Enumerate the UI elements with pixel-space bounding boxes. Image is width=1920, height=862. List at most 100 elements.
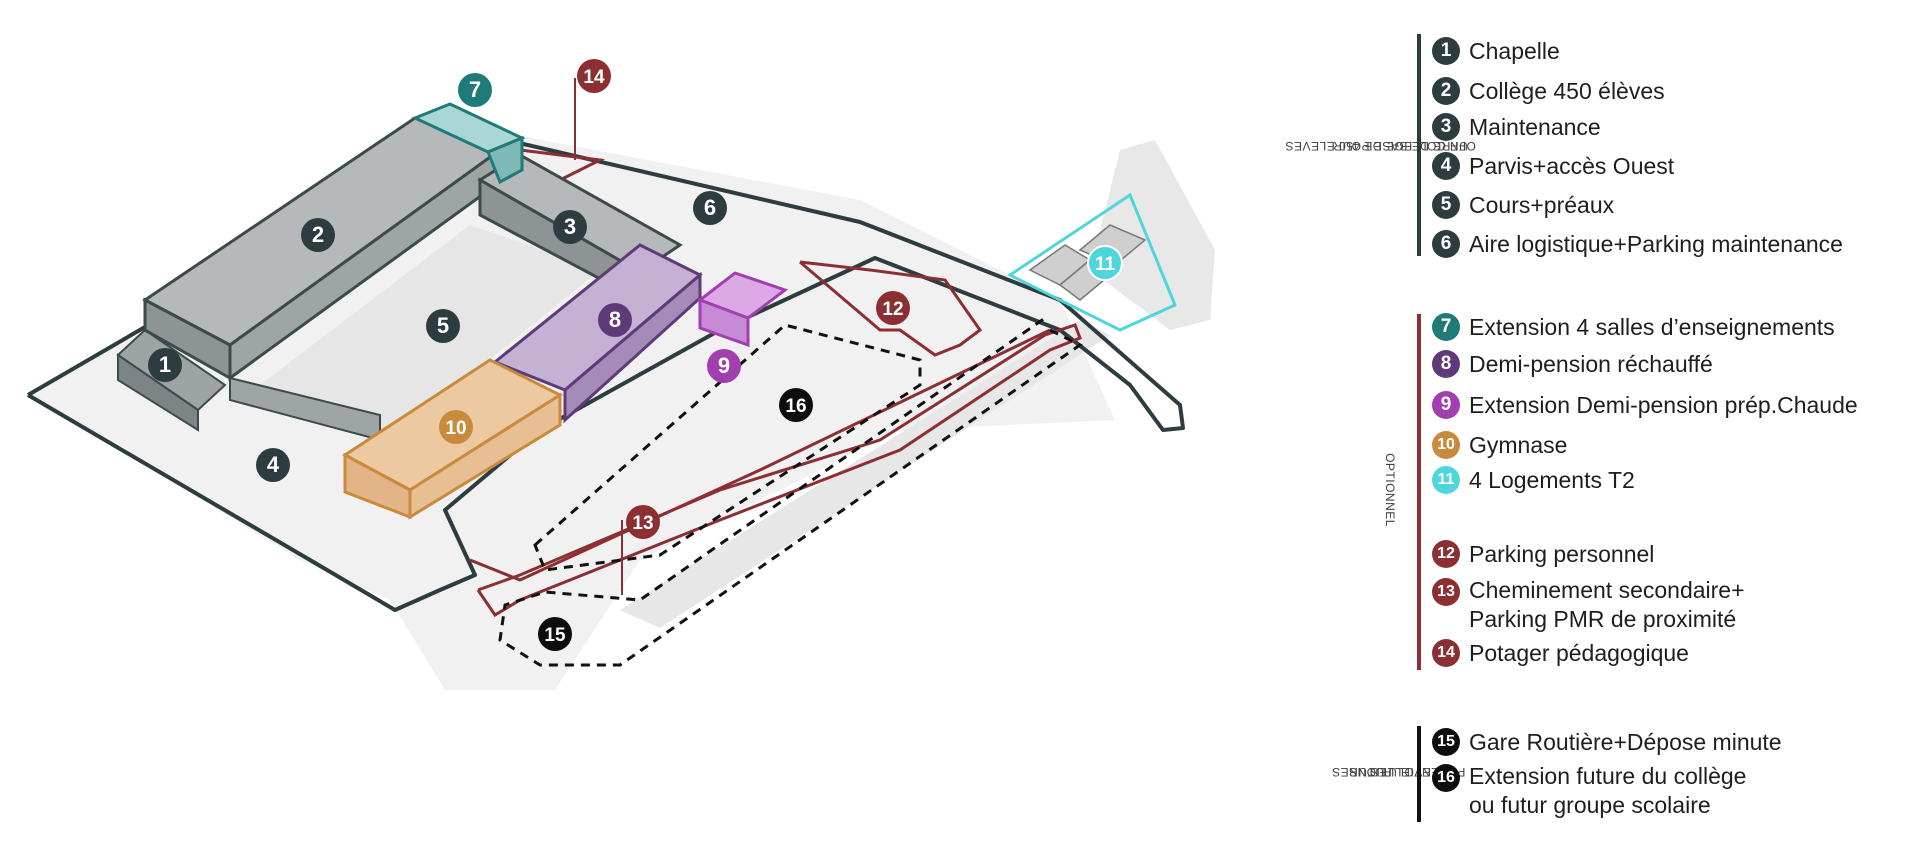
badge-6: 6 [1432, 230, 1460, 258]
map-marker-6: 6 [693, 191, 727, 225]
legend-item-8: 8 Demi-pension réchauffé [1432, 350, 1713, 379]
map-marker-14: 14 [577, 59, 611, 93]
map-marker-1: 1 [148, 348, 182, 382]
legend-label: Maintenance [1469, 114, 1601, 140]
legend-group-optional: OPTIONNEL 7 Extension 4 salles d’enseigne… [1370, 310, 1920, 670]
map-marker-11: 11 [1087, 245, 1123, 281]
legend-item-3: 3 Maintenance [1432, 113, 1601, 142]
badge-16: 16 [1432, 764, 1460, 792]
map-marker-number: 8 [609, 307, 621, 332]
map-marker-number: 13 [632, 513, 653, 534]
legend-group-optional-title: OPTIONNEL [1370, 310, 1410, 670]
map-marker-number: 6 [704, 195, 716, 220]
map-marker-number: 11 [1095, 254, 1116, 275]
badge-4: 4 [1432, 152, 1460, 180]
legend-item-5: 5 Cours+préaux [1432, 191, 1614, 220]
building-extension-7 [411, 102, 526, 185]
housing-boundary [1007, 192, 1177, 332]
map-marker-circle [148, 348, 182, 382]
map-marker-circle [538, 617, 572, 651]
legend-item-12: 12 Parking personnel [1432, 540, 1654, 569]
legend-label-line2: ou futur groupe scolaire [1469, 792, 1711, 818]
map-marker-12: 12 [876, 291, 910, 325]
map-marker-number: 7 [469, 77, 481, 102]
map-marker-number: 9 [718, 353, 730, 378]
legend-item-14: 14 Potager pédagogique [1432, 639, 1689, 668]
map-marker-9: 9 [707, 349, 741, 383]
building-extension-9 [696, 271, 789, 348]
legend-item-1: 1 Chapelle [1432, 37, 1560, 66]
legend-label: 4 Logements T2 [1469, 467, 1635, 493]
legend-label: Potager pédagogique [1469, 640, 1689, 666]
map-marker-number: 15 [544, 625, 566, 646]
legend-group-base-bar [1417, 34, 1421, 256]
badge-3: 3 [1432, 113, 1460, 141]
map-marker-circle [256, 448, 290, 482]
building-demi-pension [492, 243, 703, 424]
badge-8: 8 [1432, 350, 1460, 378]
legend-label: Demi-pension réchauffé [1469, 351, 1713, 377]
badge-9: 9 [1432, 391, 1460, 419]
legend-label: Parvis+accès Ouest [1469, 153, 1675, 179]
map-marker-circle [553, 210, 587, 244]
legend-label: Parking personnel [1469, 541, 1655, 567]
legend-item-7: 7 Extension 4 salles d’enseignements [1432, 313, 1835, 342]
legend-label: Extension 4 salles d’enseignements [1469, 314, 1835, 340]
legend-group-future-bar [1417, 726, 1421, 822]
badge-12: 12 [1432, 540, 1460, 568]
legend-group-optional-bar [1417, 314, 1421, 670]
legend-label: Chapelle [1469, 38, 1560, 64]
badge-2: 2 [1432, 77, 1460, 105]
map-marker-5: 5 [426, 309, 460, 343]
legend-item-4: 4 Parvis+accès Ouest [1432, 152, 1674, 181]
map-marker-number: 2 [312, 222, 324, 247]
badge-5: 5 [1432, 191, 1460, 219]
map-marker-number: 5 [437, 313, 449, 338]
map-marker-4: 4 [256, 448, 290, 482]
parking-staff-outline [799, 260, 983, 357]
map-marker-circle [458, 73, 492, 107]
legend-label: Gare Routière+Dépose minute [1469, 729, 1782, 755]
legend-group-future-title: POTENTIELLESEVOLUTIONSFUTURES [1332, 722, 1466, 822]
badge-11: 11 [1432, 466, 1460, 494]
map-marker-number: 4 [267, 452, 280, 477]
map-marker-circle [577, 59, 611, 93]
legend-label-line1: Extension future du collège [1469, 763, 1747, 789]
badge-1: 1 [1432, 37, 1460, 65]
legend-label: Gymnase [1469, 432, 1568, 458]
legend-label-line2: Parking PMR de proximité [1469, 606, 1737, 632]
map-marker-number: 14 [583, 67, 605, 88]
badge-7: 7 [1432, 313, 1460, 341]
map-marker-number: 12 [882, 299, 903, 320]
map-marker-number: 10 [445, 418, 466, 439]
map-marker-circle [626, 505, 660, 539]
legend-item-11: 11 4 Logements T2 [1432, 466, 1635, 495]
legend-item-16: 16 Extension future du collège ou futur gr… [1432, 762, 1746, 820]
map-marker-number: 16 [785, 396, 806, 417]
map-marker-15: 15 [538, 617, 572, 651]
badge-14: 14 [1432, 639, 1460, 667]
group-title-line: FUTURES [1331, 765, 1393, 779]
bus-station-zone [498, 316, 1083, 667]
group-title-line: OPTIONNEL [1383, 453, 1398, 527]
legend-label: Cours+préaux [1469, 192, 1615, 218]
map-marker-circle [426, 309, 460, 343]
map-marker-number: 1 [159, 352, 171, 377]
road-strip [620, 320, 1110, 628]
legend-label: Aire logistique+Parking maintenance [1469, 231, 1843, 257]
future-extension-zone [533, 323, 922, 572]
map-marker-circle [693, 191, 727, 225]
map-marker-circle [1087, 245, 1123, 281]
map-marker-13: 13 [626, 505, 660, 539]
